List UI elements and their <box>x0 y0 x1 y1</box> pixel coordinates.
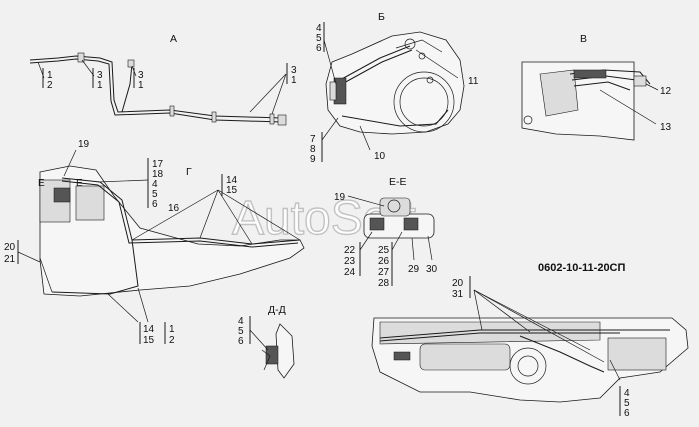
svg-text:15: 15 <box>143 335 155 346</box>
view-b-label: Б <box>378 11 385 23</box>
svg-text:5: 5 <box>316 33 322 44</box>
view-a-label: А <box>170 33 177 45</box>
section-d-d-label: Д-Д <box>268 304 286 316</box>
svg-text:29: 29 <box>408 264 420 275</box>
svg-text:12: 12 <box>660 86 672 97</box>
svg-text:3: 3 <box>97 70 103 81</box>
svg-text:25: 25 <box>378 245 390 256</box>
svg-text:16: 16 <box>168 203 180 214</box>
section-e-e: Е-Е 19 22 23 24 25 26 27 28 29 30 <box>334 176 438 289</box>
svg-text:30: 30 <box>426 264 438 275</box>
svg-text:20: 20 <box>4 242 16 253</box>
view-v-label: В <box>580 33 587 45</box>
svg-text:Е: Е <box>76 178 83 189</box>
svg-text:6: 6 <box>238 336 244 347</box>
view-v: В 12 13 <box>521 33 672 141</box>
svg-text:22: 22 <box>344 245 356 256</box>
bottom-right-assembly: 20 31 4 5 6 <box>371 276 689 419</box>
svg-text:5: 5 <box>624 398 630 409</box>
svg-text:1: 1 <box>291 75 297 86</box>
svg-text:2: 2 <box>47 80 53 91</box>
svg-text:1: 1 <box>138 80 144 91</box>
svg-text:24: 24 <box>344 267 356 278</box>
svg-text:26: 26 <box>378 256 390 267</box>
svg-text:4: 4 <box>624 388 630 399</box>
document-code: 0602-10-11-20СП <box>538 262 626 274</box>
svg-text:28: 28 <box>378 278 390 289</box>
view-g: Г 19 Е Е 17 18 4 5 6 14 15 16 20 21 <box>4 139 305 346</box>
section-d-d: Д-Д 4 5 6 <box>238 304 295 379</box>
svg-text:3: 3 <box>138 70 144 81</box>
svg-text:1: 1 <box>47 70 53 81</box>
svg-text:27: 27 <box>378 267 390 278</box>
section-e-e-label: Е-Е <box>389 176 407 188</box>
svg-text:1: 1 <box>169 324 175 335</box>
svg-text:23: 23 <box>344 256 356 267</box>
svg-text:4: 4 <box>152 179 158 190</box>
svg-text:6: 6 <box>316 43 322 54</box>
svg-text:4: 4 <box>238 316 244 327</box>
svg-text:1: 1 <box>97 80 103 91</box>
svg-text:18: 18 <box>152 169 164 180</box>
svg-text:3: 3 <box>291 65 297 76</box>
view-g-label: Г <box>186 166 192 178</box>
svg-text:19: 19 <box>334 192 346 203</box>
view-a: А 1 2 3 1 3 1 3 1 <box>29 33 297 126</box>
view-b: Б 4 5 6 11 7 8 9 10 <box>310 11 479 165</box>
svg-text:5: 5 <box>238 326 244 337</box>
svg-text:19: 19 <box>78 139 90 150</box>
svg-text:17: 17 <box>152 159 164 170</box>
svg-text:11: 11 <box>468 76 479 87</box>
svg-text:10: 10 <box>374 151 386 162</box>
svg-text:14: 14 <box>226 175 238 186</box>
svg-text:14: 14 <box>143 324 155 335</box>
svg-text:31: 31 <box>452 289 464 300</box>
svg-text:6: 6 <box>624 408 630 419</box>
svg-text:21: 21 <box>4 254 16 265</box>
svg-text:20: 20 <box>452 278 464 289</box>
svg-text:13: 13 <box>660 122 672 133</box>
svg-text:15: 15 <box>226 185 238 196</box>
svg-text:6: 6 <box>152 199 158 210</box>
svg-text:8: 8 <box>310 144 316 155</box>
svg-text:5: 5 <box>152 189 158 200</box>
svg-text:4: 4 <box>316 23 322 34</box>
svg-text:2: 2 <box>169 335 175 346</box>
svg-text:Е: Е <box>38 178 45 189</box>
svg-text:7: 7 <box>310 134 316 145</box>
svg-text:9: 9 <box>310 154 316 165</box>
